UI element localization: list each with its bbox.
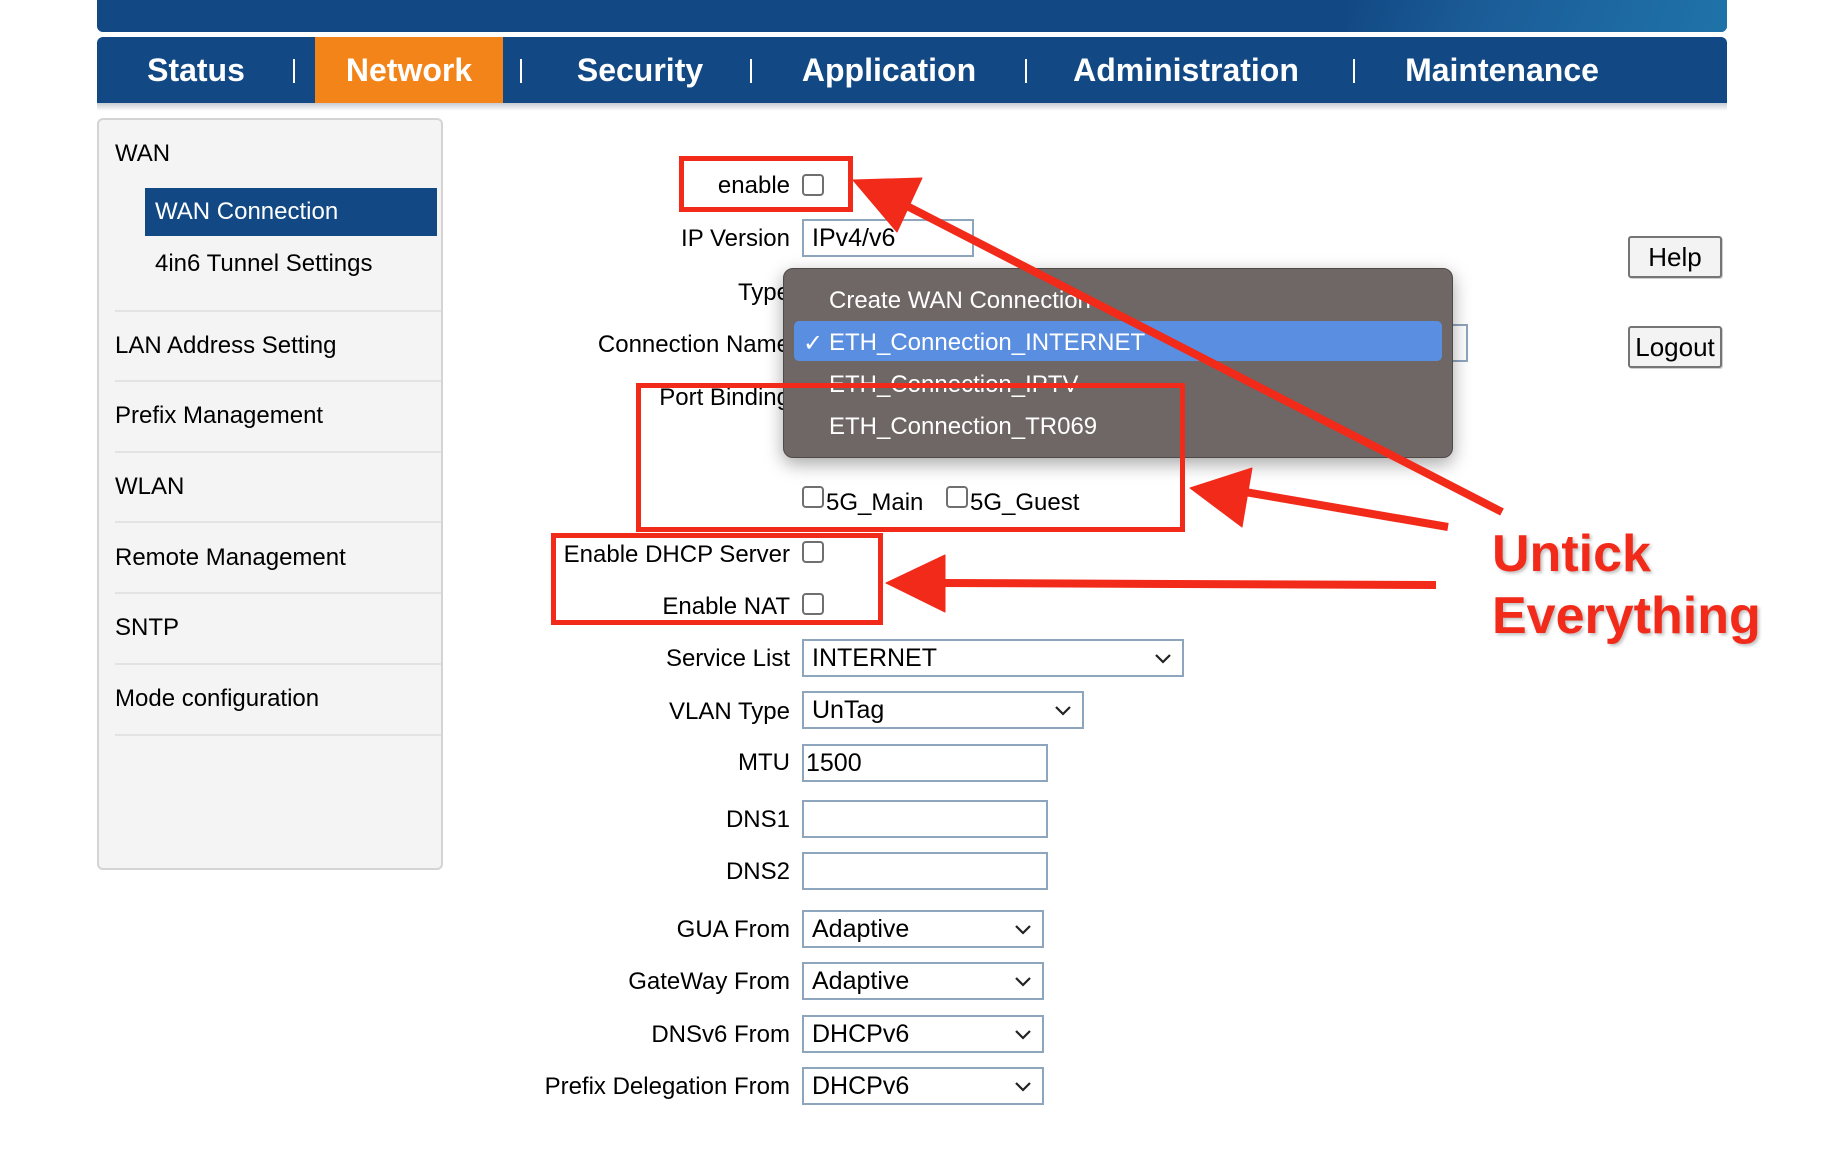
sidebar-divider bbox=[115, 734, 441, 736]
prefix-delegation-label: Prefix Delegation From bbox=[544, 1073, 790, 1100]
prefix-delegation-value: DHCPv6 bbox=[812, 1072, 910, 1100]
arrow-head-dhcp-nat bbox=[885, 554, 946, 613]
nav-shadow bbox=[97, 103, 1727, 111]
sidebar-item-wan[interactable]: WAN bbox=[115, 140, 171, 167]
sidebar-item-wan-connection[interactable]: WAN Connection bbox=[145, 188, 437, 236]
port-binding-label: Port Binding bbox=[659, 384, 790, 411]
sidebar-divider bbox=[115, 451, 441, 453]
dns1-label: DNS1 bbox=[725, 806, 790, 833]
arrow-head-port-binding bbox=[1189, 467, 1253, 528]
enable-checkbox[interactable] bbox=[802, 174, 824, 196]
annotation-box-dhcp-nat bbox=[551, 533, 883, 625]
nav-separator bbox=[1353, 59, 1355, 83]
port-5g-guest-label: 5G_Guest bbox=[970, 489, 1080, 516]
nav-separator bbox=[750, 59, 752, 83]
tab-network[interactable]: Network bbox=[315, 37, 503, 103]
tab-status[interactable]: Status bbox=[147, 52, 245, 88]
tab-application[interactable]: Application bbox=[801, 52, 977, 88]
annotation-text-line2: Everything bbox=[1492, 587, 1761, 645]
enable-label: enable bbox=[717, 172, 790, 199]
service-list-select[interactable]: INTERNET bbox=[802, 639, 1184, 677]
chevron-down-icon bbox=[1015, 925, 1031, 935]
vlan-type-select[interactable]: UnTag bbox=[802, 691, 1084, 729]
nat-label: Enable NAT bbox=[662, 593, 790, 620]
sidebar-item-mode[interactable]: Mode configuration bbox=[115, 685, 320, 712]
sidebar-item-lan[interactable]: LAN Address Setting bbox=[115, 332, 337, 359]
main-nav: Status Network Security Application Admi… bbox=[97, 37, 1727, 103]
mtu-input[interactable]: 1500 bbox=[802, 744, 1048, 782]
gateway-from-select[interactable]: Adaptive bbox=[802, 962, 1044, 1000]
dnsv6-from-label: DNSv6 From bbox=[651, 1021, 790, 1048]
nav-separator bbox=[293, 59, 295, 83]
sidebar: WAN WAN Connection 4in6 Tunnel Settings … bbox=[97, 118, 443, 870]
top-banner bbox=[97, 0, 1727, 32]
type-label: Type bbox=[737, 279, 790, 306]
sidebar-item-remote[interactable]: Remote Management bbox=[115, 544, 346, 571]
gua-from-label: GUA From bbox=[676, 916, 790, 943]
sidebar-divider bbox=[115, 380, 441, 382]
port-5g-main-checkbox[interactable] bbox=[802, 486, 824, 508]
arrow-head-enable bbox=[852, 177, 923, 233]
menu-selection-highlight bbox=[794, 321, 1442, 361]
chevron-down-icon bbox=[1015, 1082, 1031, 1092]
logout-button[interactable]: Logout bbox=[1628, 326, 1722, 368]
mtu-value: 1500 bbox=[806, 749, 862, 777]
sidebar-item-4in6-tunnel[interactable]: 4in6 Tunnel Settings bbox=[155, 250, 373, 277]
tab-administration[interactable]: Administration bbox=[1073, 52, 1299, 88]
dns2-input[interactable] bbox=[802, 852, 1048, 890]
gateway-from-label: GateWay From bbox=[628, 968, 790, 995]
sidebar-divider bbox=[115, 310, 441, 312]
vlan-type-value: UnTag bbox=[812, 696, 885, 724]
sidebar-item-prefix[interactable]: Prefix Management bbox=[115, 402, 324, 429]
port-5g-guest-checkbox[interactable] bbox=[946, 486, 968, 508]
menu-item-tr069[interactable]: ETH_Connection_TR069 bbox=[829, 413, 1098, 440]
ip-version-value: IPv4/v6 bbox=[812, 224, 896, 252]
nav-separator bbox=[1025, 59, 1027, 83]
sidebar-item-sntp[interactable]: SNTP bbox=[115, 614, 180, 641]
annotation-box-port-binding bbox=[636, 383, 1185, 532]
chevron-down-icon bbox=[1055, 706, 1071, 716]
dhcp-checkbox[interactable] bbox=[802, 541, 824, 563]
chevron-down-icon bbox=[1015, 977, 1031, 987]
dns2-label: DNS2 bbox=[725, 858, 790, 885]
menu-item-create[interactable]: Create WAN Connection bbox=[829, 287, 1091, 314]
gua-from-value: Adaptive bbox=[812, 915, 910, 943]
dhcp-label: Enable DHCP Server bbox=[563, 541, 790, 568]
sidebar-divider bbox=[115, 663, 441, 665]
annotation-box-enable bbox=[679, 156, 853, 212]
tab-maintenance[interactable]: Maintenance bbox=[1405, 52, 1599, 88]
dnsv6-from-select[interactable]: DHCPv6 bbox=[802, 1015, 1044, 1053]
sidebar-item-wlan[interactable]: WLAN bbox=[115, 473, 185, 500]
prefix-delegation-select[interactable]: DHCPv6 bbox=[802, 1067, 1044, 1105]
nat-checkbox[interactable] bbox=[802, 593, 824, 615]
help-button[interactable]: Help bbox=[1628, 236, 1722, 278]
dns1-input[interactable] bbox=[802, 800, 1048, 838]
tab-security[interactable]: Security bbox=[576, 52, 704, 88]
annotation-text-line1: Untick bbox=[1492, 525, 1651, 583]
service-list-label: Service List bbox=[665, 645, 790, 672]
sidebar-divider bbox=[115, 521, 441, 523]
nav-separator bbox=[520, 59, 522, 83]
ip-version-label: IP Version bbox=[681, 225, 790, 252]
gateway-from-value: Adaptive bbox=[812, 967, 910, 995]
gua-from-select[interactable]: Adaptive bbox=[802, 910, 1044, 948]
checkmark-icon: ✓ bbox=[803, 330, 824, 357]
menu-item-internet[interactable]: ETH_Connection_INTERNET bbox=[829, 329, 1146, 356]
connection-name-label: Connection Name bbox=[597, 331, 790, 358]
chevron-down-icon bbox=[1015, 1030, 1031, 1040]
port-5g-main-label: 5G_Main bbox=[826, 489, 924, 516]
mtu-label: MTU bbox=[738, 749, 790, 776]
dnsv6-from-value: DHCPv6 bbox=[812, 1020, 910, 1048]
sidebar-divider bbox=[115, 592, 441, 594]
service-list-value: INTERNET bbox=[812, 644, 937, 672]
chevron-down-icon bbox=[1155, 654, 1171, 664]
vlan-type-label: VLAN Type bbox=[669, 698, 790, 725]
